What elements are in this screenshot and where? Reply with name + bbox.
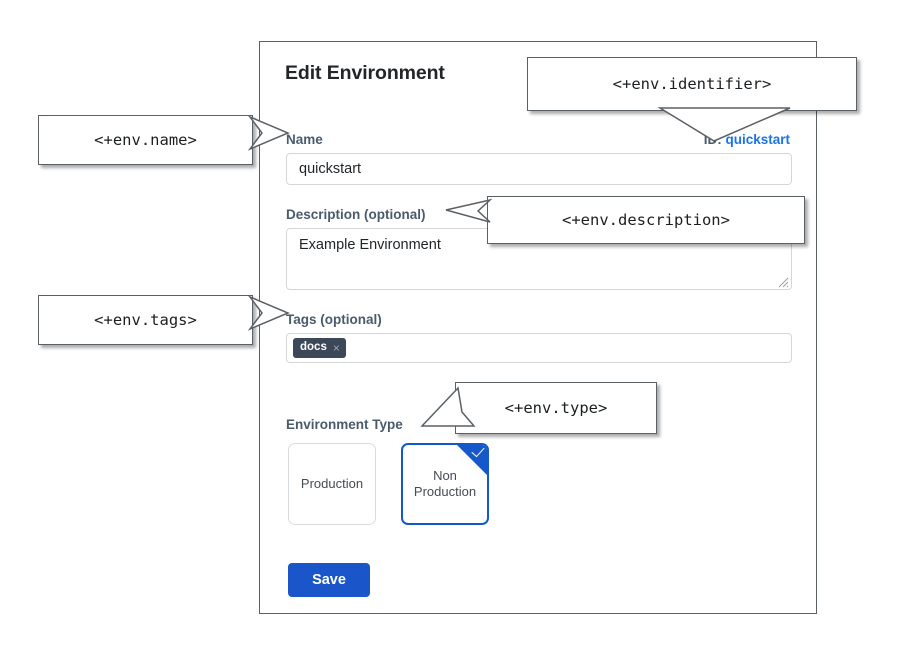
environment-type-option-production-label: Production bbox=[300, 476, 364, 491]
callout-env-name: <+env.name> bbox=[38, 115, 253, 165]
save-button[interactable]: Save bbox=[288, 563, 370, 597]
tags-label: Tags (optional) bbox=[286, 312, 382, 327]
tag-remove-icon[interactable]: × bbox=[332, 341, 340, 355]
environment-id-prefix: ID: bbox=[703, 132, 722, 147]
environment-type-option-production[interactable]: Production bbox=[288, 443, 376, 525]
edit-environment-panel: Edit Environment Name ID: quickstart Des… bbox=[259, 41, 817, 614]
selected-check-icon bbox=[456, 445, 487, 476]
environment-id: ID: quickstart bbox=[704, 132, 790, 147]
environment-type-label: Environment Type bbox=[286, 417, 403, 432]
name-input[interactable] bbox=[286, 153, 792, 185]
callout-env-tags: <+env.tags> bbox=[38, 295, 253, 345]
callout-env-type: <+env.type> bbox=[455, 382, 657, 434]
callout-env-identifier: <+env.identifier> bbox=[527, 57, 857, 111]
name-label: Name bbox=[286, 132, 323, 147]
callout-env-description: <+env.description> bbox=[487, 196, 805, 244]
non-production-line-2: Production bbox=[413, 484, 477, 499]
tags-input[interactable] bbox=[286, 333, 792, 363]
page-title: Edit Environment bbox=[285, 62, 445, 84]
non-production-line-1: Non bbox=[433, 468, 457, 483]
environment-type-option-non-production-label: Non Production bbox=[414, 468, 476, 500]
selected-corner-triangle bbox=[456, 445, 487, 476]
description-label: Description (optional) bbox=[286, 207, 426, 222]
tag-chip-label: docs bbox=[300, 341, 327, 354]
environment-id-link[interactable]: quickstart bbox=[725, 132, 790, 147]
tag-chip-docs[interactable]: docs × bbox=[293, 338, 346, 358]
environment-type-option-non-production[interactable]: Non Production bbox=[401, 443, 489, 525]
